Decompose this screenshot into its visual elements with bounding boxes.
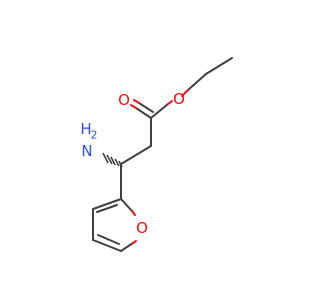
bond-ch2-o bbox=[187, 73, 207, 91]
furan-oxygen-label: O bbox=[136, 219, 148, 237]
amine-subscript-label: 2 bbox=[91, 129, 98, 142]
amine-label: H 2 N bbox=[80, 120, 97, 160]
bond-carbonyl-double-1 bbox=[135, 107, 152, 119]
bond-o-ch2 bbox=[181, 89, 189, 97]
bond-furan-c5-o bbox=[120, 242, 134, 252]
bond-carbonyl-double-1-o bbox=[130, 104, 137, 109]
bond-furan-c2-c3 bbox=[92, 198, 122, 210]
amine-n-label: N bbox=[81, 142, 92, 160]
bond-furan-c4-c5 bbox=[92, 239, 122, 252]
carbonyl-oxygen-label: O bbox=[118, 91, 130, 109]
bond-furan-o-c2 bbox=[120, 198, 133, 212]
bond-furan-c2-c3-inner bbox=[96, 204, 118, 213]
bond-ch3-ch2 bbox=[205, 57, 233, 75]
bond-furan-o-c2-red bbox=[131, 210, 136, 216]
bond-ester-o-segment bbox=[167, 100, 173, 105]
bond-ch2-stereocenter bbox=[120, 145, 152, 165]
bond-carbonyl-double-2 bbox=[138, 102, 154, 113]
structure-diagram: O O O H 2 N bbox=[80, 57, 233, 252]
bond-o-carbonyl-c bbox=[150, 103, 169, 119]
ester-oxygen-label: O bbox=[173, 90, 185, 108]
bond-carbonyl-double-2-o bbox=[133, 99, 140, 104]
amine-h-label: H bbox=[80, 120, 91, 138]
bond-furan-c4-c5-inner bbox=[97, 234, 120, 245]
bond-furan-c5-o-red bbox=[132, 240, 137, 244]
hashed-wedge-bond bbox=[102, 152, 123, 168]
